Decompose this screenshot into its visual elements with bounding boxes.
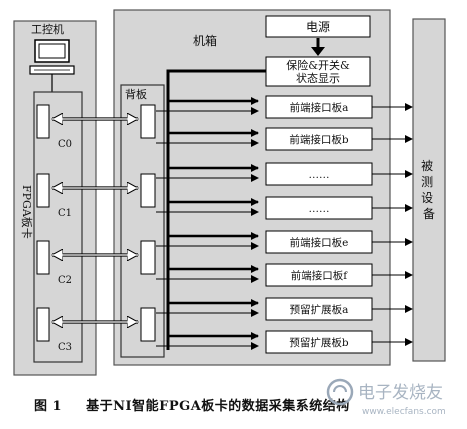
chassis-label: 机箱	[193, 33, 217, 48]
fpga-channel-slot	[36, 173, 50, 208]
fpga-channel-slot	[36, 104, 50, 139]
boards: 前端接口板a 前端接口板b …… …… 前端接口板e 前端接口板f 预留扩展板a 预留扩展板b	[156, 95, 413, 354]
power-box	[265, 15, 371, 38]
board-label: 前端接口板a	[290, 101, 349, 114]
fpga-channel-label: C0	[58, 139, 72, 150]
connectors	[52, 104, 156, 342]
backplane-slot	[140, 104, 156, 139]
backplane-slot	[140, 240, 156, 275]
figure-caption-text: 基于NI智能FPGA板卡的数据采集系统结构	[86, 399, 350, 414]
fpga-channel-label: C2	[58, 275, 72, 286]
power-bus	[166, 69, 266, 350]
watermark-text: 电子发烧友	[358, 383, 443, 403]
board-label: 预留扩展板b	[289, 336, 348, 349]
board-label: ……	[309, 203, 330, 215]
backplane-label: 背板	[125, 87, 147, 101]
fpga-channel-label: C1	[58, 208, 72, 219]
board-label: ……	[309, 169, 330, 181]
ipc-label: 工控机	[31, 22, 64, 36]
board-label: 前端接口板e	[290, 236, 349, 249]
protection-label-line1: 保险&开关&	[286, 58, 350, 72]
watermark-url: www.elecfans.com	[362, 407, 446, 417]
watermark-logo-icon	[326, 378, 354, 406]
fpga-channel-slot	[36, 240, 50, 275]
fpga-channel-label: C3	[58, 342, 72, 353]
fpga-label: FPGA板卡	[20, 185, 34, 239]
backplane-slot	[140, 173, 156, 208]
computer-icon	[29, 39, 75, 92]
figure-caption: 图 1 基于NI智能FPGA板卡的数据采集系统结构	[34, 395, 350, 414]
fpga-channel-slot	[36, 307, 50, 342]
board-label: 预留扩展板a	[290, 303, 349, 316]
watermark: 电子发烧友 www.elecfans.com	[326, 378, 446, 417]
board-label: 前端接口板f	[291, 269, 348, 282]
figure-number: 图 1	[34, 399, 63, 414]
dut-panel	[412, 18, 446, 362]
dut-label: 被 测 设 备	[421, 159, 437, 221]
power-label: 电源	[306, 20, 330, 34]
power-arrowhead	[311, 47, 325, 56]
board-label: 前端接口板b	[289, 133, 348, 146]
backplane-slot	[140, 307, 156, 342]
protection-label-line2: 状态显示	[296, 71, 340, 85]
